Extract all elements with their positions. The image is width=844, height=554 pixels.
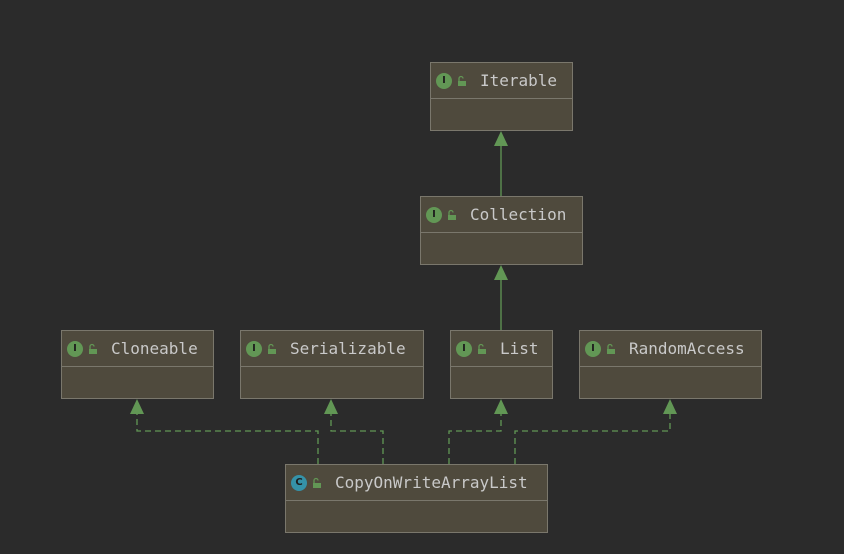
node-name: Cloneable bbox=[111, 339, 198, 358]
arrowhead-cloneable bbox=[130, 399, 144, 414]
node-serializable[interactable]: I Serializable bbox=[240, 330, 424, 399]
node-header: I List bbox=[451, 331, 552, 367]
node-header: I RandomAccess bbox=[580, 331, 761, 367]
node-collection[interactable]: I Collection bbox=[420, 196, 583, 265]
unlocked-padlock-icon bbox=[89, 343, 97, 354]
node-header: I Iterable bbox=[431, 63, 572, 99]
node-name: Iterable bbox=[480, 71, 558, 90]
unlocked-padlock-icon bbox=[607, 343, 615, 354]
edge-cowal-implements-cloneable bbox=[136, 414, 319, 464]
node-header: I Collection bbox=[421, 197, 582, 233]
interface-icon: I bbox=[426, 206, 442, 223]
node-header: I Serializable bbox=[241, 331, 423, 367]
edge-cowal-implements-serializable bbox=[330, 414, 384, 464]
node-name: Collection bbox=[470, 205, 567, 224]
arrowhead-randomaccess bbox=[663, 399, 677, 414]
class-icon: C bbox=[291, 474, 307, 491]
interface-icon: I bbox=[585, 340, 601, 357]
node-list[interactable]: I List bbox=[450, 330, 553, 399]
node-copy-on-write-array-list[interactable]: C CopyOnWriteArrayList bbox=[285, 464, 548, 533]
node-name: CopyOnWriteArrayList bbox=[335, 473, 528, 492]
arrowhead-serializable bbox=[324, 399, 338, 414]
node-header: C CopyOnWriteArrayList bbox=[286, 465, 547, 501]
unlocked-padlock-icon bbox=[268, 343, 276, 354]
arrowhead-collection bbox=[494, 265, 508, 280]
arrowhead-list bbox=[494, 399, 508, 414]
node-name: RandomAccess bbox=[629, 339, 745, 358]
node-random-access[interactable]: I RandomAccess bbox=[579, 330, 762, 399]
unlocked-padlock-icon bbox=[458, 75, 466, 86]
edge-cowal-implements-randomaccess bbox=[514, 414, 671, 464]
unlocked-padlock-icon bbox=[313, 477, 321, 488]
node-name: Serializable bbox=[290, 339, 406, 358]
node-iterable[interactable]: I Iterable bbox=[430, 62, 573, 131]
node-name: List bbox=[500, 339, 539, 358]
arrowhead-iterable bbox=[494, 131, 508, 146]
edge-cowal-implements-list bbox=[448, 414, 502, 464]
interface-icon: I bbox=[246, 340, 262, 357]
unlocked-padlock-icon bbox=[448, 209, 456, 220]
interface-icon: I bbox=[456, 340, 472, 357]
interface-icon: I bbox=[436, 72, 452, 89]
interface-icon: I bbox=[67, 340, 83, 357]
unlocked-padlock-icon bbox=[478, 343, 486, 354]
node-header: I Cloneable bbox=[62, 331, 213, 367]
node-cloneable[interactable]: I Cloneable bbox=[61, 330, 214, 399]
